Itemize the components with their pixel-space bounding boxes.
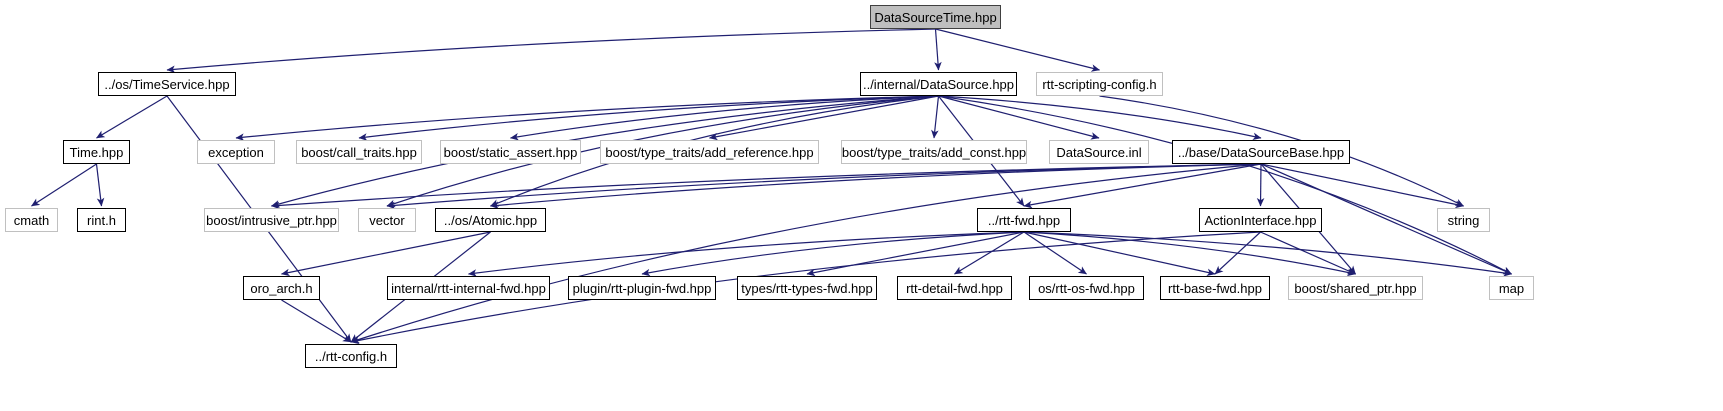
graph-edge xyxy=(1023,163,1262,209)
graph-node-label: Time.hpp xyxy=(69,144,124,160)
graph-node-os-atomic-hpp[interactable]: ../os/Atomic.hpp xyxy=(435,208,546,232)
graph-edge xyxy=(490,95,939,207)
graph-edge xyxy=(350,163,1262,344)
graph-edge xyxy=(95,163,105,207)
graph-node-label: ../rtt-fwd.hpp xyxy=(987,212,1061,228)
graph-edge xyxy=(490,163,1262,210)
graph-node-boost-shared-ptr-hpp[interactable]: boost/shared_ptr.hpp xyxy=(1288,276,1423,300)
graph-node-label: map xyxy=(1498,280,1525,296)
graph-node-label: rint.h xyxy=(87,212,116,228)
graph-edge xyxy=(806,231,1025,277)
graph-edge xyxy=(938,95,1100,140)
graph-node-label: boost/static_assert.hpp xyxy=(443,144,578,160)
graph-edge xyxy=(1214,231,1261,275)
graph-edge xyxy=(1260,163,1464,209)
graph-edge xyxy=(1260,163,1512,275)
graph-edge xyxy=(271,95,939,208)
graph-node-label: boost/shared_ptr.hpp xyxy=(1294,280,1417,296)
graph-node-label: string xyxy=(1447,212,1480,228)
graph-node-os-timeservice-hpp[interactable]: ../os/TimeService.hpp xyxy=(98,72,236,96)
graph-node-rtt-config-h[interactable]: ../rtt-config.h xyxy=(305,344,397,368)
graph-node-label: rtt-base-fwd.hpp xyxy=(1168,280,1262,296)
graph-node-label: exception xyxy=(208,144,264,160)
graph-edge xyxy=(31,163,97,207)
graph-node-rtt-base-fwd-hpp[interactable]: rtt-base-fwd.hpp xyxy=(1160,276,1270,300)
graph-edge xyxy=(1099,95,1464,207)
graph-edge xyxy=(235,95,939,141)
graph-node-cmath[interactable]: cmath xyxy=(5,208,58,232)
graph-node-label: DataSourceTime.hpp xyxy=(874,9,997,25)
graph-node-boost-type-traits-add-reference-hpp[interactable]: boost/type_traits/add_reference.hpp xyxy=(600,140,819,164)
graph-node-boost-type-traits-add-const-hpp[interactable]: boost/type_traits/add_const.hpp xyxy=(841,140,1027,164)
graph-node-time-hpp[interactable]: Time.hpp xyxy=(63,140,130,164)
graph-node-label: rtt-scripting-config.h xyxy=(1042,76,1157,92)
graph-node-boost-call-traits-hpp[interactable]: boost/call_traits.hpp xyxy=(296,140,422,164)
graph-node-label: boost/type_traits/add_reference.hpp xyxy=(605,144,814,160)
graph-edge xyxy=(166,28,936,74)
graph-edge xyxy=(350,231,1261,345)
graph-edge xyxy=(510,95,939,141)
graph-node-label: ../internal/DataSource.hpp xyxy=(862,76,1015,92)
graph-node-label: vector xyxy=(369,212,405,228)
graph-node-label: os/rtt-os-fwd.hpp xyxy=(1038,280,1135,296)
graph-node-label: cmath xyxy=(13,212,50,228)
graph-edge xyxy=(1023,231,1512,277)
graph-edge xyxy=(281,299,352,343)
graph-node-vector[interactable]: vector xyxy=(358,208,416,232)
graph-edge xyxy=(709,95,939,141)
graph-node-label: internal/rtt-internal-fwd.hpp xyxy=(391,280,546,296)
graph-edge xyxy=(1256,163,1265,207)
graph-node-rtt-detail-fwd-hpp[interactable]: rtt-detail-fwd.hpp xyxy=(897,276,1012,300)
graph-node-label: rtt-detail-fwd.hpp xyxy=(906,280,1003,296)
graph-edge xyxy=(96,95,168,139)
graph-edge xyxy=(954,231,1025,275)
graph-node-oro-arch-h[interactable]: oro_arch.h xyxy=(243,276,320,300)
graph-node-label: oro_arch.h xyxy=(250,280,313,296)
graph-node-exception[interactable]: exception xyxy=(197,140,275,164)
graph-node-label: ../base/DataSourceBase.hpp xyxy=(1177,144,1345,160)
graph-edge xyxy=(934,28,942,71)
graph-edge xyxy=(1260,231,1356,275)
graph-node-boost-intrusive-ptr-hpp[interactable]: boost/intrusive_ptr.hpp xyxy=(204,208,339,232)
graph-edge xyxy=(281,231,491,277)
graph-node-internal-rtt-internal-fwd-hpp[interactable]: internal/rtt-internal-fwd.hpp xyxy=(387,276,550,300)
graph-edge xyxy=(641,231,1025,277)
graph-node-label: boost/intrusive_ptr.hpp xyxy=(206,212,337,228)
graph-edge xyxy=(1023,231,1356,277)
graph-node-label: DataSource.inl xyxy=(1056,144,1142,160)
graph-edge xyxy=(935,28,1100,72)
graph-node-label: ../os/TimeService.hpp xyxy=(104,76,230,92)
graph-node-rint-h[interactable]: rint.h xyxy=(77,208,126,232)
graph-node-label: boost/call_traits.hpp xyxy=(301,144,417,160)
graph-node-internal-datasource-hpp[interactable]: ../internal/DataSource.hpp xyxy=(860,72,1017,96)
graph-edge xyxy=(931,95,940,139)
graph-node-label: plugin/rtt-plugin-fwd.hpp xyxy=(572,280,712,296)
graph-node-types-rtt-types-fwd-hpp[interactable]: types/rtt-types-fwd.hpp xyxy=(737,276,877,300)
graph-node-rtt-fwd-hpp[interactable]: ../rtt-fwd.hpp xyxy=(977,208,1071,232)
graph-node-label: boost/type_traits/add_const.hpp xyxy=(841,144,1027,160)
graph-edge xyxy=(1023,231,1216,276)
graph-edge xyxy=(1023,231,1087,275)
graph-edge xyxy=(938,95,1512,275)
graph-node-label: types/rtt-types-fwd.hpp xyxy=(741,280,873,296)
graph-edge xyxy=(386,163,1262,210)
graph-node-datasource-inl[interactable]: DataSource.inl xyxy=(1049,140,1149,164)
graph-edge xyxy=(386,95,939,208)
graph-node-label: ../rtt-config.h xyxy=(314,348,388,364)
graph-edge xyxy=(938,95,1262,141)
graph-node-datasourcetime-hpp[interactable]: DataSourceTime.hpp xyxy=(870,5,1001,29)
graph-edge xyxy=(358,95,939,141)
graph-node-boost-static-assert-hpp[interactable]: boost/static_assert.hpp xyxy=(440,140,581,164)
graph-node-base-datasourcebase-hpp[interactable]: ../base/DataSourceBase.hpp xyxy=(1172,140,1350,164)
graph-node-string[interactable]: string xyxy=(1437,208,1490,232)
graph-node-rtt-scripting-config-h[interactable]: rtt-scripting-config.h xyxy=(1036,72,1163,96)
graph-node-map[interactable]: map xyxy=(1489,276,1534,300)
graph-node-label: ../os/Atomic.hpp xyxy=(443,212,538,228)
graph-node-os-rtt-os-fwd-hpp[interactable]: os/rtt-os-fwd.hpp xyxy=(1029,276,1144,300)
graph-edge xyxy=(468,231,1025,277)
graph-node-actioninterface-hpp[interactable]: ActionInterface.hpp xyxy=(1199,208,1322,232)
graph-node-plugin-rtt-plugin-fwd-hpp[interactable]: plugin/rtt-plugin-fwd.hpp xyxy=(568,276,716,300)
graph-node-label: ActionInterface.hpp xyxy=(1204,212,1317,228)
